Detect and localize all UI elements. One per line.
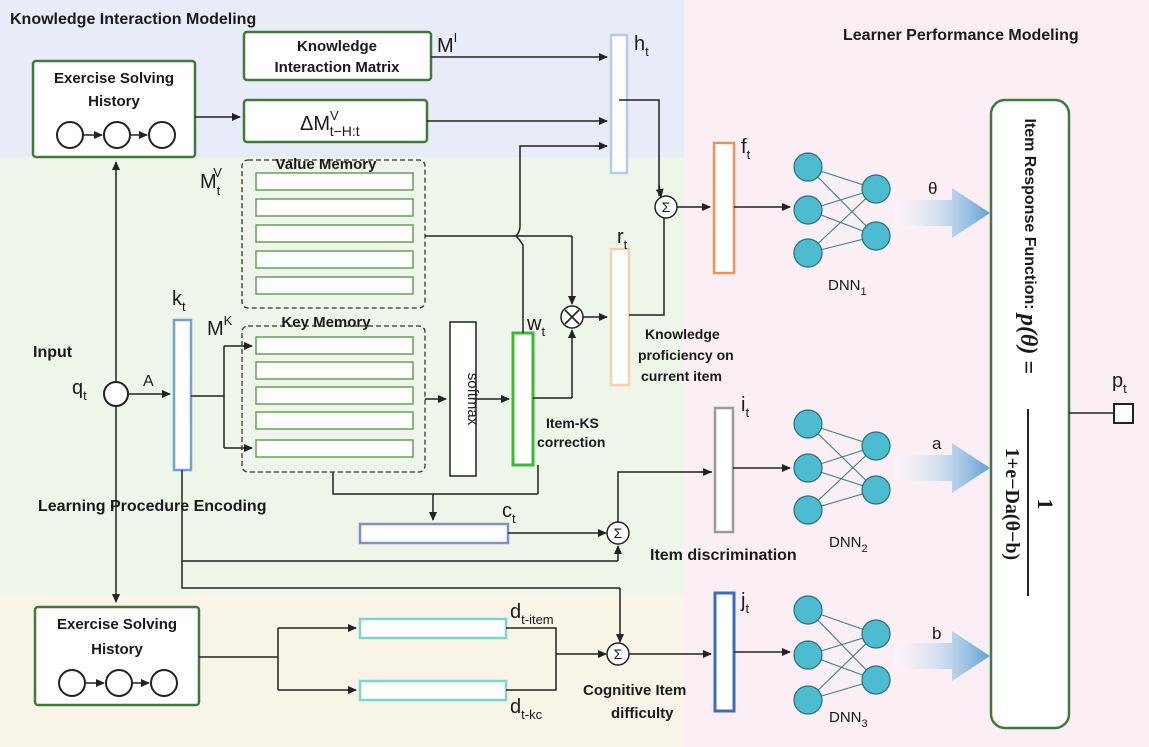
qt-label: qt xyxy=(72,377,87,403)
svg-text:Σ: Σ xyxy=(614,525,623,541)
kim-box-line1: Knowledge xyxy=(297,38,377,55)
sum-node-it: Σ xyxy=(606,521,630,545)
line-sum-it xyxy=(617,471,712,522)
item-ks-line2: correction xyxy=(537,434,605,450)
wt-bar xyxy=(511,331,535,467)
ct-label: ct xyxy=(502,500,516,526)
mv-label: MtV xyxy=(200,165,222,198)
pt-label: pt xyxy=(1112,370,1127,396)
dti-label: dt-item xyxy=(510,601,554,627)
dtk-label: dt-kc xyxy=(510,696,543,722)
kim-title: Knowledge Interaction Modeling xyxy=(10,11,256,28)
line-km-ct xyxy=(332,472,538,495)
it-bar xyxy=(713,406,735,534)
qt-node xyxy=(103,381,129,407)
svg-text:Σ: Σ xyxy=(662,199,671,215)
jt-bar xyxy=(713,591,736,713)
ht-label: ht xyxy=(634,33,649,59)
a-big-arrow xyxy=(893,443,990,493)
multiply-node xyxy=(560,305,584,329)
rt-bar xyxy=(609,247,631,387)
kp-line2: proficiency on xyxy=(638,347,734,363)
value-memory: Value Memory xyxy=(241,156,426,309)
ft-label: ft xyxy=(741,136,751,162)
mk-label: MK xyxy=(207,313,233,340)
rt-label: rt xyxy=(617,226,628,252)
b-big-arrow xyxy=(893,631,990,681)
softmax-text: softmax xyxy=(464,373,481,426)
wt-label: wt xyxy=(526,313,545,339)
ct-bar xyxy=(358,522,510,545)
kt-label: kt xyxy=(172,288,186,314)
line-kt-sum-jt xyxy=(181,561,620,589)
esh-top-line2: History xyxy=(88,93,140,110)
cid-line1: Cognitive Item xyxy=(583,682,686,699)
line-ht-sum xyxy=(619,99,660,196)
irf-denominator: 1+e−Da(θ−b) xyxy=(1001,448,1023,560)
dnn-1 xyxy=(793,152,891,268)
exercise-history-top: Exercise Solving History xyxy=(31,59,197,159)
item-ks-line1: Item-KS xyxy=(546,415,599,431)
dti-bar xyxy=(358,617,508,640)
lpe-title: Learning Procedure Encoding xyxy=(38,498,266,515)
line-dt-merge xyxy=(506,627,557,691)
esh-bot-line2: History xyxy=(91,641,143,658)
lpm-region xyxy=(684,0,1149,747)
key-memory: Key Memory xyxy=(241,314,426,473)
irf-numerator: 1 xyxy=(1033,499,1058,510)
theta-label: θ xyxy=(928,179,937,198)
kp-line1: Knowledge xyxy=(645,326,720,342)
cid-line2: difficulty xyxy=(611,705,674,722)
irf-title: Item Response Function: xyxy=(1021,118,1038,309)
softmax-box: softmax xyxy=(449,321,481,477)
kt-bar xyxy=(172,318,193,472)
input-label: Input xyxy=(33,344,73,361)
kp-line3: current item xyxy=(641,368,722,384)
a-param-label: a xyxy=(932,434,942,453)
line-rt-sum xyxy=(629,218,665,316)
knowledge-interaction-matrix-box: Knowledge Interaction Matrix xyxy=(242,30,433,82)
pt-box xyxy=(1113,403,1134,424)
esh-top-line1: Exercise Solving xyxy=(54,70,174,87)
key-memory-title: Key Memory xyxy=(281,314,371,331)
sum-node-ft: Σ xyxy=(654,195,678,219)
svg-text:Σ: Σ xyxy=(614,646,623,662)
arrow-ht-sum xyxy=(655,184,664,198)
ht-bar xyxy=(609,33,629,175)
dtk-bar xyxy=(358,679,508,702)
exercise-history-bottom: Exercise Solving History xyxy=(33,605,201,707)
dnn3-label: DNN3 xyxy=(829,709,868,730)
jt-label: jt xyxy=(740,590,749,616)
theta-big-arrow xyxy=(893,188,990,238)
kim-box-line2: Interaction Matrix xyxy=(274,59,400,76)
irf-box: Item Response Function: p(θ) = 1 1+e−Da(… xyxy=(989,98,1071,730)
sum-node-jt: Σ xyxy=(606,642,630,666)
irf-p: p(θ) = xyxy=(1015,312,1041,374)
dnn2-label: DNN2 xyxy=(829,534,868,555)
a-edge-label: A xyxy=(143,373,154,390)
dnn1-label: DNN1 xyxy=(828,277,867,298)
item-discrimination: Item discrimination xyxy=(650,547,797,564)
ft-bar xyxy=(712,141,736,275)
dnn-3 xyxy=(793,595,891,715)
b-param-label: b xyxy=(932,624,941,643)
dnn-2 xyxy=(793,409,891,525)
lpm-title: Learner Performance Modeling xyxy=(843,27,1079,44)
line-wt-ht xyxy=(514,145,605,333)
mi-label: MI xyxy=(437,30,457,57)
it-label: it xyxy=(741,394,749,420)
value-memory-title: Value Memory xyxy=(276,156,378,173)
esh-bot-line1: Exercise Solving xyxy=(57,616,177,633)
